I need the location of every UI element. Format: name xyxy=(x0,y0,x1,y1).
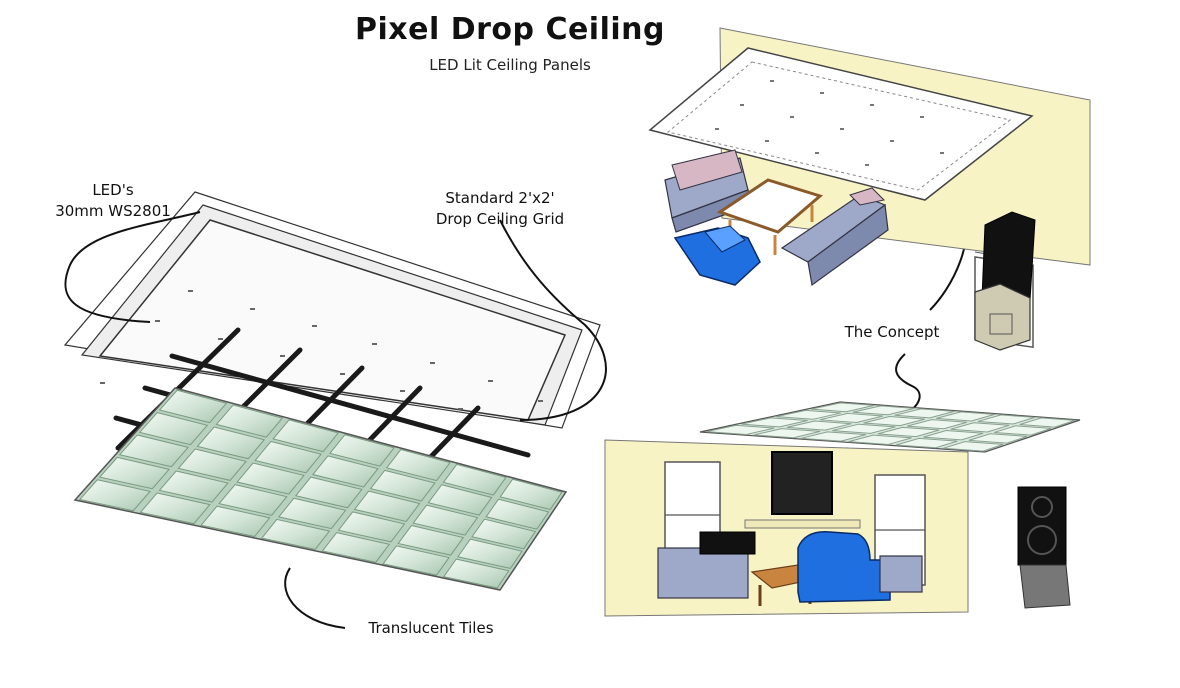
ceiling-tile xyxy=(139,492,211,525)
ceiling-tile xyxy=(196,426,266,460)
label-grid-line1: Standard 2'x2' xyxy=(445,189,555,207)
label-leds-line2: 30mm WS2801 xyxy=(55,202,171,220)
ceiling-tile xyxy=(906,419,968,430)
label-grid: Standard 2'x2' Drop Ceiling Grid xyxy=(415,188,585,230)
concept-room-top xyxy=(648,27,1091,351)
tv-screen xyxy=(771,451,833,515)
ceiling-tile xyxy=(457,538,523,569)
label-concept: The Concept xyxy=(844,323,940,341)
ceiling-tile xyxy=(923,430,984,441)
ceiling-tile xyxy=(200,505,271,538)
ceiling-tile xyxy=(741,417,808,428)
grid-callout-line xyxy=(499,219,607,421)
sofa-right-top xyxy=(780,187,889,287)
ceiling-tile xyxy=(312,455,379,488)
ceiling-tile xyxy=(98,456,171,490)
ceiling-tile xyxy=(895,437,958,449)
ceiling-tile xyxy=(277,497,347,530)
speaker-bottom xyxy=(1017,486,1071,609)
sofa-left-top xyxy=(664,149,753,233)
ceiling-tile xyxy=(894,408,955,419)
ceiling-tile xyxy=(397,524,465,556)
ceiling-tile xyxy=(485,498,550,530)
ceiling-tile xyxy=(848,434,912,445)
translucent-tile-panel xyxy=(73,387,568,591)
ceiling-tile xyxy=(832,423,896,434)
sofa-left-bottom xyxy=(657,531,756,599)
ceiling-tile xyxy=(337,511,406,543)
ceiling-tile xyxy=(158,389,228,424)
ceiling-tile xyxy=(369,469,436,502)
ceiling-tile xyxy=(321,532,391,563)
ceiling-tile xyxy=(138,412,209,446)
page-subtitle: LED Lit Ceiling Panels xyxy=(429,56,591,74)
led-dots xyxy=(100,290,543,410)
ceiling-tile xyxy=(272,419,340,453)
tiles-callout-line xyxy=(284,567,346,629)
ceiling-tile xyxy=(977,414,1035,425)
page-title: Pixel Drop Ceiling xyxy=(355,12,665,47)
armchair-top xyxy=(673,225,761,286)
ceiling-tile xyxy=(254,440,322,474)
ceiling-tile xyxy=(811,402,875,413)
ceiling-tile xyxy=(158,470,229,503)
ceiling-tile xyxy=(442,463,507,496)
label-grid-line2: Drop Ceiling Grid xyxy=(435,210,565,228)
ceiling-tile xyxy=(471,518,537,550)
label-tiles: Translucent Tiles xyxy=(368,619,494,637)
ceiling-tile xyxy=(499,478,563,511)
ceiling-tile xyxy=(412,504,479,536)
ceiling-tile xyxy=(994,425,1052,436)
ceiling-tile xyxy=(427,484,493,516)
ceiling-tile xyxy=(943,441,1004,452)
ceiling-tile xyxy=(819,412,884,423)
ceiling-tile xyxy=(353,490,421,523)
ceiling-tile xyxy=(863,416,926,427)
label-leds: LED's 30mm WS2801 xyxy=(38,180,188,222)
ceiling-tile xyxy=(950,422,1010,433)
ceiling-tile xyxy=(236,462,305,495)
ceiling-panel-top xyxy=(648,47,1034,201)
ceiling-tile xyxy=(706,424,775,435)
ceiling-tile xyxy=(753,428,821,439)
ceiling-tile xyxy=(442,558,510,589)
concept-room-bottom xyxy=(604,401,1081,617)
armchair-bottom xyxy=(797,531,891,603)
led-dots-top xyxy=(715,80,944,166)
ceiling-tile xyxy=(218,484,288,516)
ceiling-tile xyxy=(215,404,284,438)
ceiling-tile xyxy=(786,420,852,431)
ceiling-tile xyxy=(382,545,450,576)
ceiling-tile xyxy=(936,411,995,422)
speaker-top xyxy=(974,211,1036,351)
ceiling-tile xyxy=(260,518,331,550)
ceiling-tile xyxy=(1019,417,1076,428)
ceiling-tile xyxy=(385,448,451,482)
ceiling-tile xyxy=(329,434,395,467)
leds-callout-line xyxy=(64,211,201,323)
sofa-right-bottom xyxy=(879,555,923,593)
ceiling-tile xyxy=(877,426,940,438)
ceiling-tile xyxy=(78,479,151,512)
ceiling-tile xyxy=(801,431,866,442)
ceiling-tile xyxy=(118,434,190,468)
label-leds-line1: LED's xyxy=(92,181,134,199)
ceiling-tile xyxy=(177,448,247,481)
ceiling-tile xyxy=(852,405,915,416)
ceiling-tile xyxy=(968,433,1028,444)
concept-callout-line-2 xyxy=(895,353,921,413)
ceiling-tile xyxy=(776,409,841,420)
ceiling-tile xyxy=(294,476,363,509)
